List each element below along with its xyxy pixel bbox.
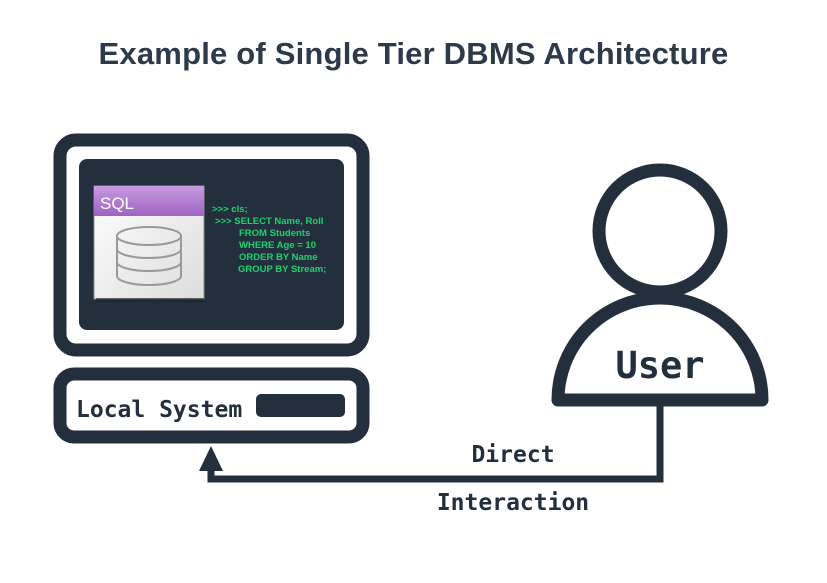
system-unit: Local System (53, 367, 370, 444)
code-line-6: GROUP BY Stream; (238, 264, 326, 275)
sql-database-icon: SQL (93, 185, 205, 302)
terminal-code: >>> cls; >>> SELECT Name, Roll FROM Stud… (212, 204, 326, 275)
connector-label-interaction: Interaction (437, 490, 589, 516)
monitor: SQL >>> cls; >>> SELECT Name, Roll FROM … (53, 133, 370, 357)
user-icon: User (551, 163, 769, 407)
code-line-2: >>> SELECT Name, Roll (215, 216, 324, 227)
arrow-head-icon (199, 446, 223, 471)
user-head (592, 163, 728, 299)
drive-slot (256, 394, 345, 417)
code-line-1: >>> cls; (212, 204, 248, 215)
user-label: User (615, 344, 704, 387)
code-line-5: ORDER BY Name (239, 252, 318, 263)
system-unit-frame (53, 367, 370, 444)
connector-label-direct: Direct (471, 442, 554, 468)
user-body (551, 291, 769, 407)
direct-interaction-connector: Direct Interaction (199, 404, 664, 516)
database-cylinder-icon (116, 226, 182, 286)
code-line-4: WHERE Age = 10 (239, 240, 316, 251)
monitor-frame (53, 133, 370, 357)
diagram-title: Example of Single Tier DBMS Architecture (98, 36, 729, 71)
connector-line (207, 404, 664, 483)
local-system-label: Local System (76, 397, 242, 423)
sql-badge-label: SQL (100, 194, 134, 213)
code-line-3: FROM Students (239, 228, 310, 239)
